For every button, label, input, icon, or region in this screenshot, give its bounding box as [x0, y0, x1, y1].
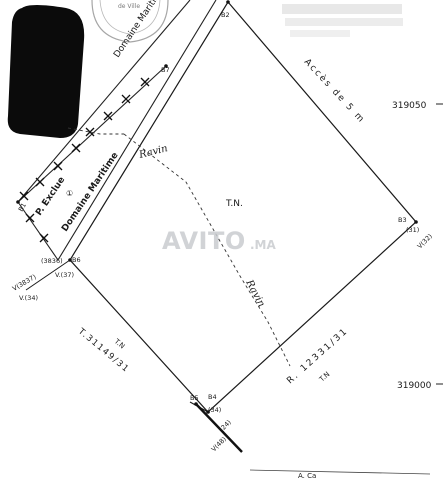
label-tn-center: T.N. [225, 199, 243, 209]
watermark-brand: AVITO [162, 227, 246, 255]
point-label-b1: B1 [17, 202, 28, 213]
watermark-suffix: .MA [250, 238, 277, 252]
coord-label-bottom: 319000 [397, 381, 432, 391]
stamp: de Ville [91, 0, 169, 43]
point-label-b3-v: V(32) [416, 232, 434, 250]
redaction-block [7, 5, 85, 138]
stamp-smudge [282, 4, 403, 37]
point-label-b6-v2: V.(34) [19, 294, 38, 302]
label-ref-right-tn: T.N [317, 370, 331, 384]
point-label-b6-sub: (3836) [41, 257, 63, 265]
label-ravin-top: Ravin [137, 143, 169, 161]
parcel-edge-b5-v48 [195, 403, 243, 453]
bottom-line [249, 469, 431, 475]
coord-label-top: 319050 [392, 101, 427, 111]
parcel-boundary [69, 0, 417, 413]
stamp-label: de Ville [118, 3, 140, 10]
point-label-b5: B5 [190, 394, 199, 402]
point-label-b5-sub: (24) [218, 418, 233, 433]
point-label-b3-sub: (31) [406, 226, 419, 234]
point-label-b6-v: V.(37) [55, 271, 74, 279]
neighbor-line-left [25, 259, 71, 291]
point-label-b4-sub: (34) [208, 406, 221, 414]
point-label-b4: B4 [208, 393, 217, 401]
dashed-limit-top [67, 127, 124, 135]
x-marks [19, 77, 150, 243]
point-label-b6: B6 [72, 256, 81, 264]
point-label-b6-v3: V(3837) [11, 273, 38, 293]
point-label-b5-v: V(48) [210, 435, 228, 453]
label-acces: Accès de 5 m [302, 57, 368, 126]
corner-markers [16, 0, 418, 414]
coast-line-outer [17, 0, 191, 203]
label-ref-left: T.31149/31 [75, 326, 131, 375]
point-label-b7: B7 [161, 66, 170, 74]
ravin-dashed-line [123, 133, 291, 367]
coast-line-inner [57, 0, 217, 261]
label-bottom-note: A. Ca [298, 472, 316, 480]
label-p-exclue-num: ① [66, 189, 73, 198]
label-ravin-mid: Ravin [243, 277, 267, 309]
label-ref-left-tn: T.N [112, 337, 126, 351]
point-label-b2: B2 [221, 11, 230, 19]
point-label-b3: B3 [398, 216, 407, 224]
